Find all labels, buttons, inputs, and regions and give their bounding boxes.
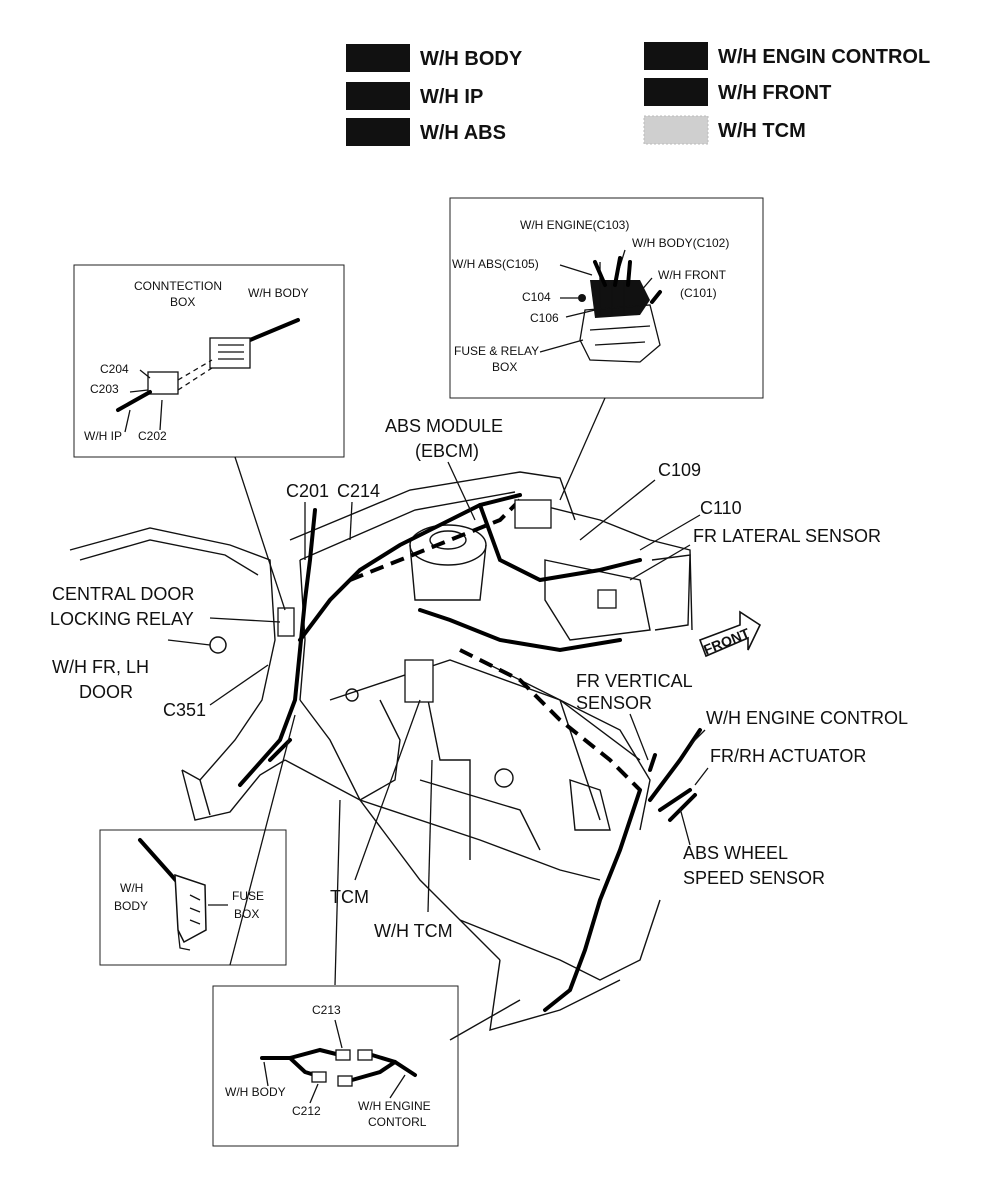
- fr-vertical-sensor-label-line1: FR VERTICAL: [576, 671, 693, 691]
- conn-box-label-line1: CONNTECTION: [134, 279, 222, 293]
- wh-tcm-label: W/H TCM: [374, 921, 453, 941]
- tcm-label: TCM: [330, 887, 369, 907]
- leader-lines: [209, 397, 709, 986]
- connection-box-inset-frame: [73, 264, 345, 458]
- legend-swatch-wh-front: [644, 78, 708, 106]
- wh-fr-lh-door-grommet: [209, 636, 227, 654]
- abs-module-label-line1: ABS MODULE: [385, 416, 503, 436]
- fb-body-label: BODY: [114, 899, 148, 913]
- harness-wh-body: [238, 508, 317, 787]
- harness-wh-ip: [298, 493, 522, 642]
- c351-label: C351: [163, 700, 206, 720]
- central-door-relay-shape: [277, 607, 295, 637]
- legend-label-wh-front: W/H FRONT: [718, 82, 831, 104]
- fr-wh-body-label: W/H BODY(C102): [632, 236, 729, 250]
- legend-label-wh-ip: W/H IP: [420, 86, 483, 108]
- central-door-label-line1: CENTRAL DOOR: [52, 584, 194, 604]
- fr-wh-abs-label: W/H ABS(C105): [452, 257, 539, 271]
- harness-wiring: [167, 493, 702, 1012]
- wh-engine-control-label: W/H ENGINE CONTROL: [706, 708, 908, 728]
- legend-swatch-wh-abs: [346, 118, 410, 146]
- c203-label: C203: [90, 382, 119, 396]
- fr-wh-front-label-line1: W/H FRONT: [658, 268, 727, 282]
- c204-label: C204: [100, 362, 129, 376]
- c212-label: C212: [292, 1104, 321, 1118]
- fuse-relay-label-line1: FUSE & RELAY: [454, 344, 539, 358]
- legend-label-wh-tcm: W/H TCM: [718, 120, 806, 142]
- legend-swatch-wh-engin-control: [644, 42, 708, 70]
- c213-wh-engine-label-line1: W/H ENGINE: [358, 1099, 431, 1113]
- c110-label: C110: [700, 498, 742, 518]
- tcm-module-shape: [404, 659, 434, 703]
- fr-wh-engine-label: W/H ENGINE(C103): [520, 218, 629, 232]
- main-labels: ABS MODULE (EBCM) C109 C110 FR LATERAL S…: [50, 416, 908, 941]
- legend-swatch-wh-body: [346, 44, 410, 72]
- harness-speed-sensor: [668, 793, 697, 822]
- harness-wh-engine: [418, 608, 622, 653]
- harness-sensor-lower: [648, 753, 657, 772]
- fr-rh-actuator-label: FR/RH ACTUATOR: [710, 746, 866, 766]
- harness-actuator-right: [658, 788, 692, 812]
- fr-vertical-sensor-label-line2: SENSOR: [576, 693, 652, 713]
- legend-label-wh-abs: W/H ABS: [420, 122, 506, 144]
- abs-wheel-speed-label-line2: SPEED SENSOR: [683, 868, 825, 888]
- harness-engine-right: [648, 728, 702, 802]
- c213-c212-inset: C213 W/H BODY C212 W/H ENGINE CONTORL: [212, 985, 459, 1147]
- harness-left-low: [268, 738, 292, 762]
- c213-inset-frame: [212, 985, 459, 1147]
- lateral-sensor-shape: [597, 589, 617, 609]
- legend-label-wh-body: W/H BODY: [420, 48, 523, 70]
- harness-wh-front: [478, 503, 642, 583]
- abs-module-label-line2: (EBCM): [415, 441, 479, 461]
- connection-box-inset: CONNTECTION BOX W/H BODY C204 C203 W/H I…: [73, 264, 345, 458]
- legend: W/H BODY W/H IP W/H ABS W/H ENGIN CONTRO…: [346, 42, 930, 146]
- fr-lateral-sensor-label: FR LATERAL SENSOR: [693, 526, 881, 546]
- front-arrow: FRONT: [698, 610, 762, 658]
- harness-wh-abs: [349, 498, 522, 582]
- c106-label: C106: [530, 311, 559, 325]
- conn-wh-body-label: W/H BODY: [248, 286, 309, 300]
- wh-fr-lh-door-label-line1: W/H FR, LH: [52, 657, 149, 677]
- legend-swatch-wh-tcm: [643, 115, 709, 145]
- abs-wheel-speed-label-line1: ABS WHEEL: [683, 843, 788, 863]
- fuse-relay-label-line2: BOX: [492, 360, 517, 374]
- fuse-box-inset-frame: [99, 829, 287, 966]
- abs-module-shape: [514, 499, 552, 529]
- fb-wh-label: W/H: [120, 881, 143, 895]
- central-door-label-line2: LOCKING RELAY: [50, 609, 194, 629]
- c214-label: C214: [337, 481, 380, 501]
- car-body-illustration: [69, 471, 693, 1041]
- c201-label: C201: [286, 481, 329, 501]
- c109-label: C109: [658, 460, 701, 480]
- legend-label-wh-engin-control: W/H ENGIN CONTROL: [718, 46, 930, 68]
- c202-label: C202: [138, 429, 167, 443]
- harness-wh-tcm: [459, 648, 642, 792]
- fb-box-label: BOX: [234, 907, 259, 921]
- fuse-relay-inset: W/H ENGINE(C103) W/H BODY(C102) W/H ABS(…: [449, 197, 764, 399]
- fr-wh-front-label-line2: (C101): [680, 286, 717, 300]
- conn-wh-ip-label: W/H IP: [84, 429, 122, 443]
- c213-wh-body-label: W/H BODY: [225, 1085, 286, 1099]
- conn-box-label-line2: BOX: [170, 295, 195, 309]
- legend-swatch-wh-ip: [346, 82, 410, 110]
- c213-wh-engine-label-line2: CONTORL: [368, 1115, 427, 1129]
- c213-label: C213: [312, 1003, 341, 1017]
- wh-fr-lh-door-label-line2: DOOR: [79, 682, 133, 702]
- harness-abs-wheel: [543, 788, 642, 1012]
- fuse-relay-inset-frame: [449, 197, 764, 399]
- c104-label: C104: [522, 290, 551, 304]
- fuse-box-inset: W/H BODY FUSE BOX: [99, 829, 287, 966]
